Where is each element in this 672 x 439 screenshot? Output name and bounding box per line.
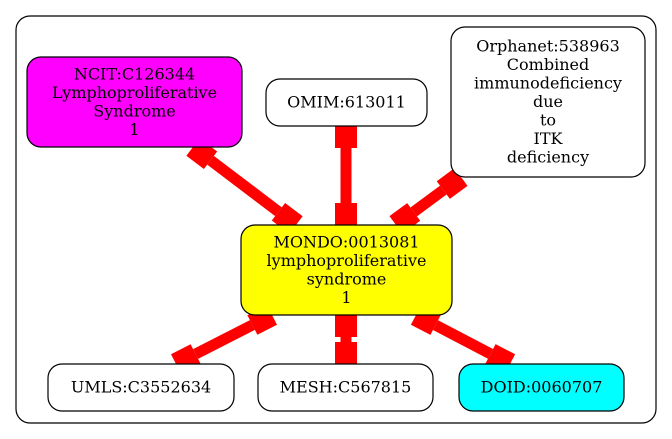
node-label-line: Orphanet:538963 bbox=[476, 37, 620, 56]
node-label-line: MESH:C567815 bbox=[280, 378, 412, 397]
node-label-line: syndrome bbox=[307, 269, 387, 288]
node-label-line: 1 bbox=[129, 120, 139, 139]
node-box bbox=[47, 363, 235, 412]
node-label-line: lymphoproliferative bbox=[267, 251, 427, 270]
edge-omim-mondo bbox=[335, 126, 357, 225]
node-mondo[interactable]: MONDO:0013081lymphoproliferativesyndrome… bbox=[240, 224, 453, 316]
node-box bbox=[26, 56, 243, 148]
node-box bbox=[450, 26, 646, 178]
node-label-line: deficiency bbox=[507, 148, 589, 167]
node-orphanet[interactable]: Orphanet:538963Combinedimmunodeficiencyd… bbox=[450, 26, 646, 178]
edge-mondo-mesh bbox=[335, 315, 357, 364]
node-box bbox=[257, 363, 434, 412]
node-label-line: Combined bbox=[507, 55, 589, 74]
node-doid[interactable]: DOID:0060707 bbox=[458, 363, 625, 412]
node-label-line: UMLS:C3552634 bbox=[71, 378, 211, 397]
node-label-line: Lymphoproliferative bbox=[52, 83, 217, 102]
edge-tee-end bbox=[335, 342, 357, 364]
edge-line bbox=[207, 155, 282, 217]
node-mesh[interactable]: MESH:C567815 bbox=[257, 363, 434, 412]
node-box bbox=[458, 363, 625, 412]
node-box bbox=[265, 78, 428, 127]
node-label-line: OMIM:613011 bbox=[287, 93, 406, 112]
node-label-line: ITK bbox=[534, 129, 564, 148]
node-umls[interactable]: UMLS:C3552634 bbox=[47, 363, 235, 412]
edge-tee-start bbox=[335, 126, 357, 148]
node-label-line: Syndrome bbox=[93, 101, 175, 120]
edge-line bbox=[410, 185, 447, 217]
edge-line bbox=[432, 320, 494, 359]
node-label-line: NCIT:C126344 bbox=[74, 64, 195, 83]
node-label-line: DOID:0060707 bbox=[481, 378, 603, 397]
node-label-line: due bbox=[533, 92, 563, 111]
node-label-line: to bbox=[540, 111, 556, 130]
edge-line bbox=[193, 320, 255, 359]
node-box bbox=[240, 224, 453, 316]
nodes-layer: NCIT:C126344LymphoproliferativeSyndrome1… bbox=[26, 26, 646, 412]
node-omim[interactable]: OMIM:613011 bbox=[265, 78, 428, 127]
node-label-line: immunodeficiency bbox=[474, 74, 622, 93]
edge-tee-end bbox=[335, 203, 357, 225]
node-label-line: 1 bbox=[341, 288, 351, 307]
node-label-line: MONDO:0013081 bbox=[273, 232, 419, 251]
edge-tee-start bbox=[335, 315, 357, 337]
